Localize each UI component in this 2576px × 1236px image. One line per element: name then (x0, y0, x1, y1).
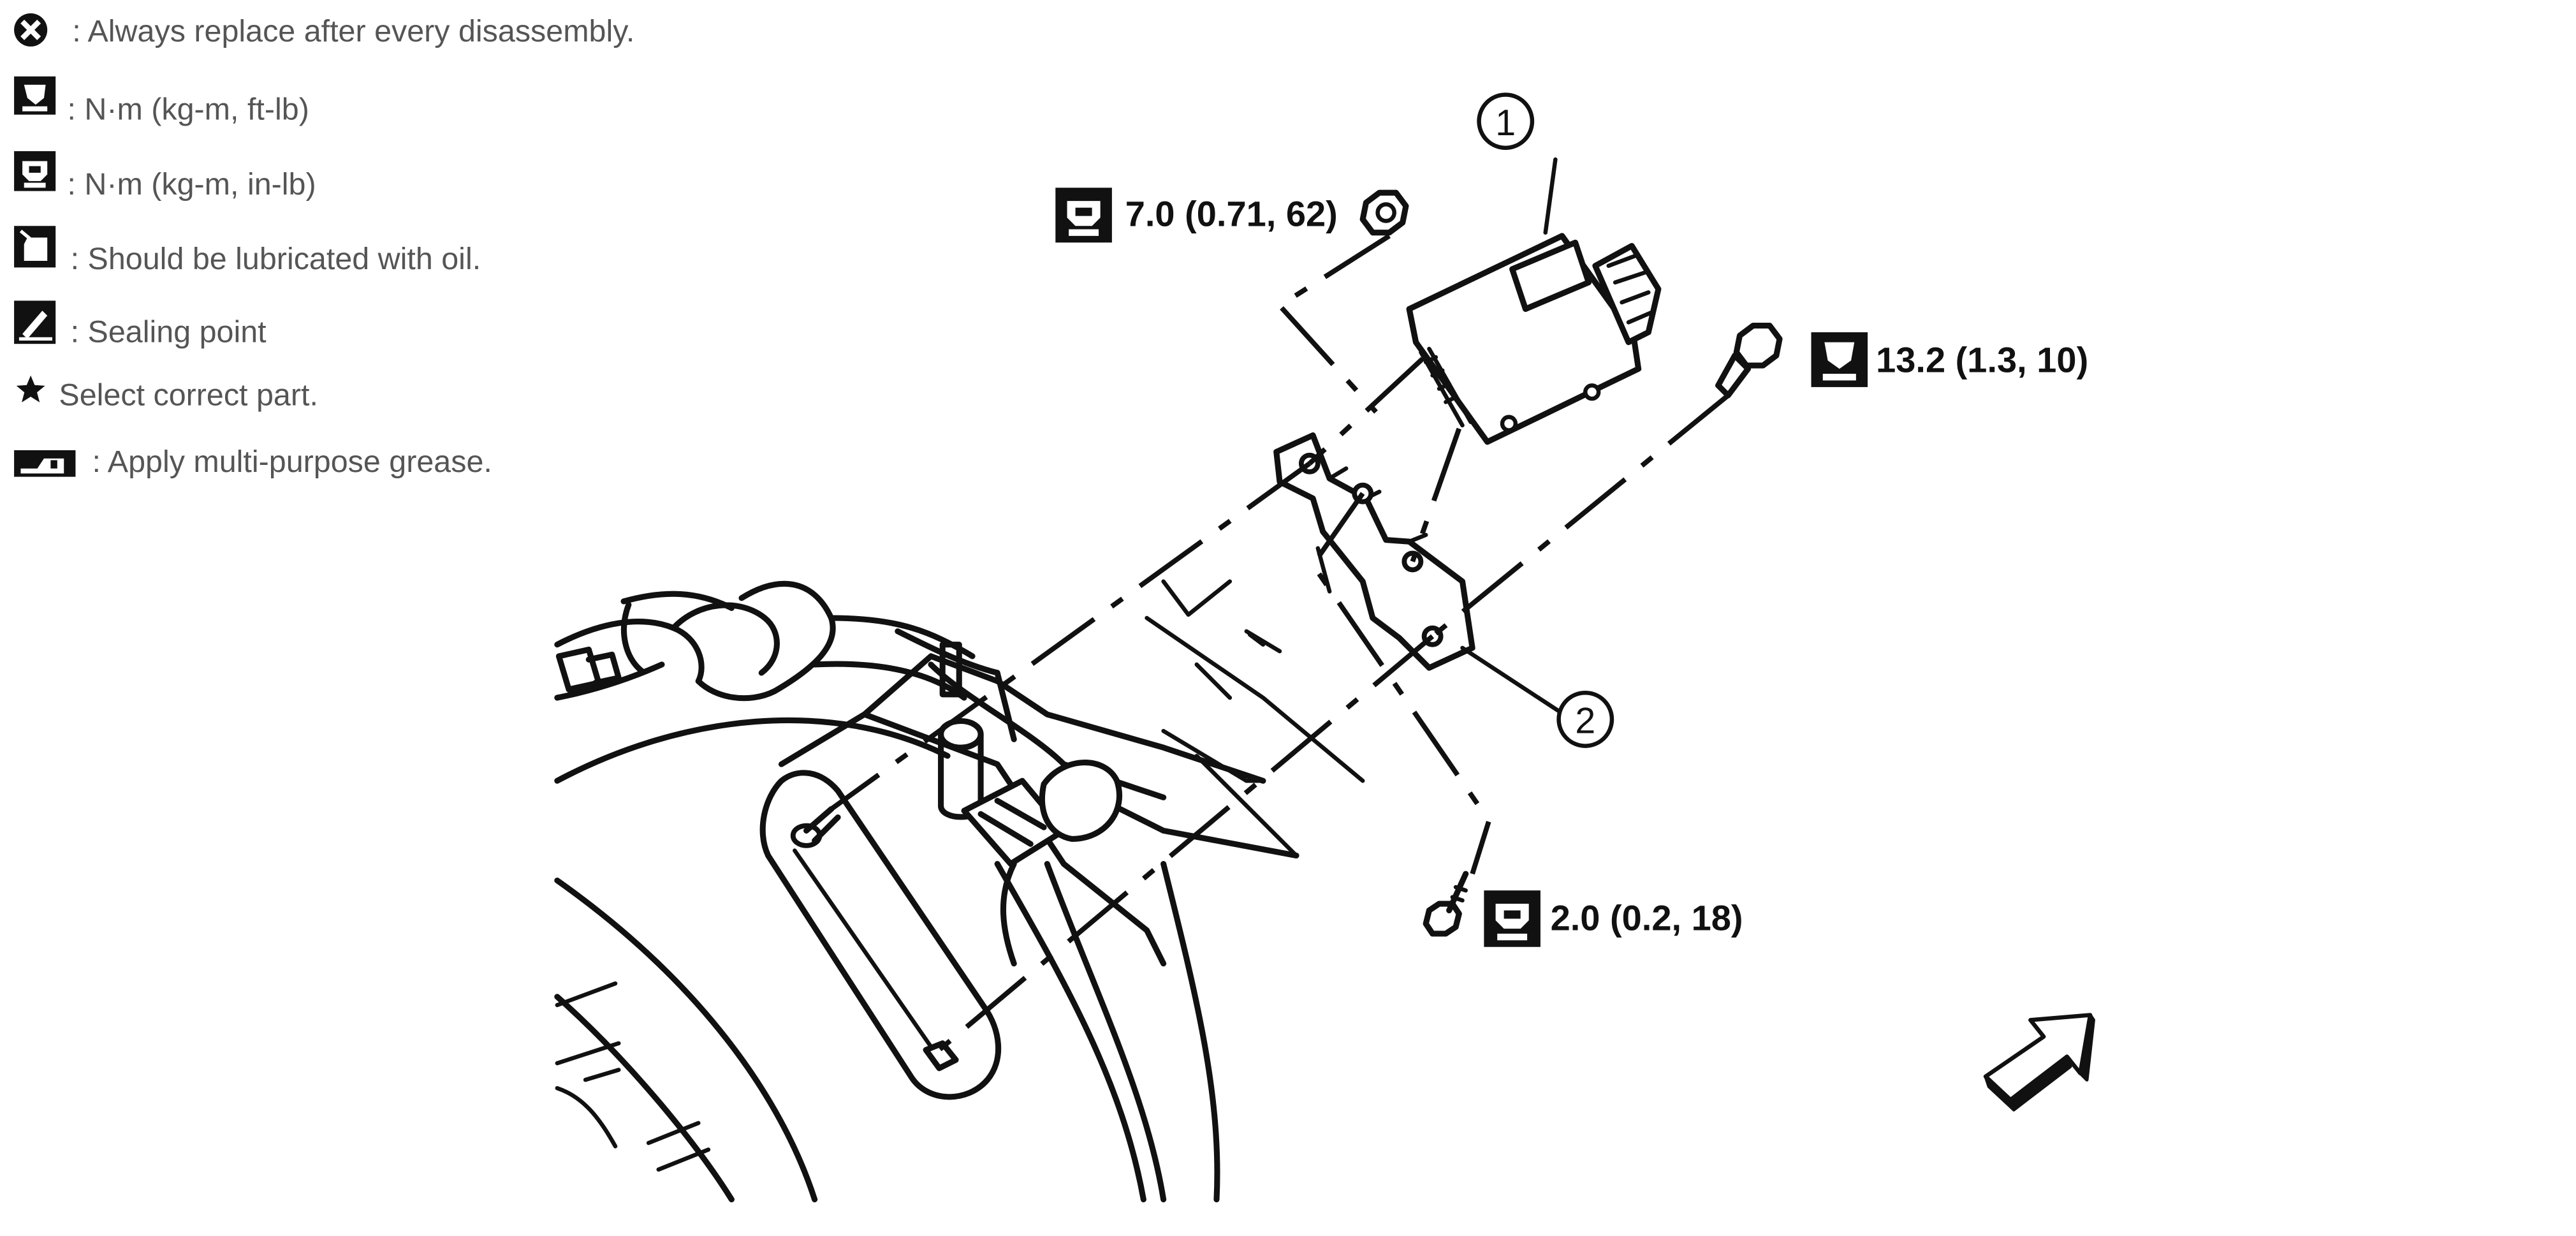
flange-bolt (1715, 322, 1783, 399)
torque-callout-nut: 7.0 (0.71, 62) (1055, 188, 1338, 243)
oil-can-icon (14, 226, 56, 268)
legend-text-grease: : Apply multi-purpose grease. (92, 445, 492, 479)
hex-nut (1359, 189, 1409, 236)
star-icon (16, 375, 45, 402)
callout-1: 1 (1477, 92, 1535, 151)
torque-wrench-inlb-icon (1055, 188, 1112, 243)
legend-text-inlb: : N·m (kg-m, in-lb) (67, 167, 316, 202)
callout-1-label: 1 (1495, 103, 1516, 143)
torque-value-bolt: 13.2 (1.3, 10) (1876, 339, 2088, 379)
bracket-part-2 (1273, 432, 1475, 671)
legend-text-oil: : Should be lubricated with oil. (71, 242, 481, 276)
legend-text-ftlb: : N·m (kg-m, ft-lb) (67, 92, 309, 127)
stud-bolt-upper (790, 806, 841, 848)
screw (1423, 871, 1469, 937)
callout-2-label: 2 (1575, 701, 1595, 742)
grease-icon (14, 450, 76, 477)
torque-wrench-inlb-icon (14, 151, 56, 191)
torque-wrench-ftlb-icon (14, 76, 56, 115)
torque-value-screw: 2.0 (0.2, 18) (1551, 898, 1743, 938)
sealant-icon (14, 300, 56, 344)
replace-x-icon (14, 13, 48, 47)
torque-wrench-inlb-icon (1484, 890, 1540, 947)
control-unit-part-1 (1406, 233, 1662, 445)
assembly-center-lines (830, 157, 1730, 1052)
vehicle-body-structure (554, 579, 1365, 1203)
legend: x : Always repl (14, 13, 634, 479)
legend-text-star: Select correct part. (59, 378, 318, 413)
stud-bolt-lower (923, 1040, 959, 1071)
front-direction-arrow-icon (1983, 1013, 2095, 1112)
legend-text-replace: : Always replace after every disassembly… (72, 14, 634, 48)
torque-value-nut: 7.0 (0.71, 62) (1125, 193, 1338, 233)
torque-callout-bolt: 13.2 (1.3, 10) (1811, 332, 2088, 387)
torque-wrench-ftlb-icon (1811, 332, 1868, 387)
torque-callout-screw: 2.0 (0.2, 18) (1484, 890, 1743, 947)
callout-2: 2 (1556, 690, 1614, 748)
legend-text-sealing: : Sealing point (71, 315, 267, 349)
